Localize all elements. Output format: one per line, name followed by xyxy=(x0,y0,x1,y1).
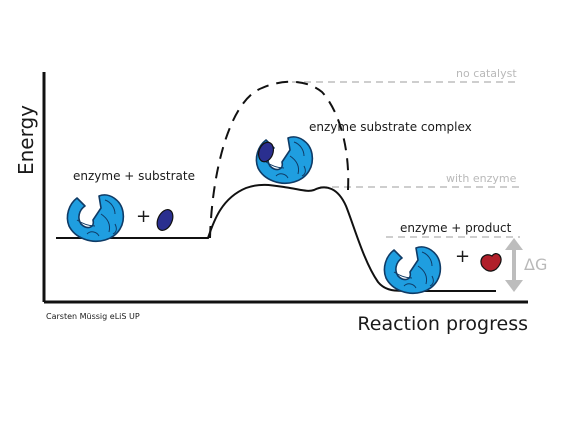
substrate-icon xyxy=(156,209,174,231)
with-enzyme-curve xyxy=(56,183,496,293)
guide-lines xyxy=(292,81,520,238)
delta-g-arrow xyxy=(505,238,523,292)
enzyme-substrate-complex-icon xyxy=(255,136,314,185)
plus-sign-right: + xyxy=(455,246,470,267)
enzyme-substrate-complex-label: enzyme substrate complex xyxy=(309,120,472,134)
no-catalyst-curve xyxy=(209,80,350,239)
plus-sign-left: + xyxy=(136,206,151,227)
axes xyxy=(42,72,528,304)
enzyme-product-label: enzyme + product xyxy=(400,221,512,235)
enzyme-icon xyxy=(66,194,125,243)
product-icon xyxy=(480,252,502,272)
credit-text: Carsten Müssig eLiS UP xyxy=(46,312,140,321)
delta-g-label: ΔG xyxy=(524,255,547,274)
enzyme-icon-product xyxy=(383,246,442,295)
y-axis-label: Energy xyxy=(14,105,38,175)
with-enzyme-label: with enzyme xyxy=(446,172,517,185)
enzyme-substrate-label: enzyme + substrate xyxy=(73,169,195,183)
x-axis-label: Reaction progress xyxy=(357,313,528,335)
no-catalyst-label: no catalyst xyxy=(456,67,517,80)
